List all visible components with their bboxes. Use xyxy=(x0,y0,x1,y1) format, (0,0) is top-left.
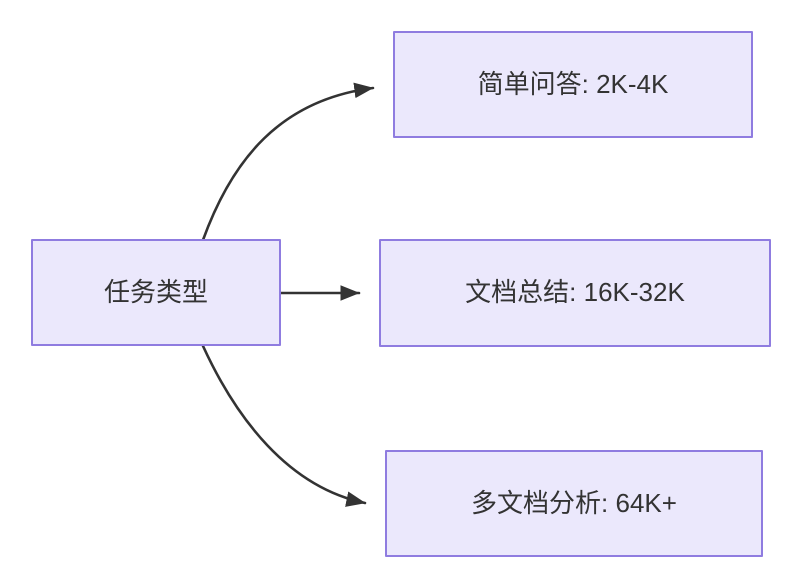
node-task-type-label: 任务类型 xyxy=(103,276,208,307)
edge-source-to-multi-doc xyxy=(201,344,367,507)
node-multi-doc-analysis-label: 多文档分析: 64K+ xyxy=(471,487,677,518)
node-doc-summary-label: 文档总结: 16K-32K xyxy=(465,277,685,308)
edge-source-to-simple-qa xyxy=(201,82,375,242)
node-multi-doc-analysis[interactable]: 多文档分析: 64K+ xyxy=(385,450,763,557)
node-simple-qa-label: 简单问答: 2K-4K xyxy=(477,68,669,99)
node-doc-summary[interactable]: 文档总结: 16K-32K xyxy=(379,239,771,347)
node-simple-qa[interactable]: 简单问答: 2K-4K xyxy=(393,31,753,138)
node-task-type[interactable]: 任务类型 xyxy=(31,239,281,346)
